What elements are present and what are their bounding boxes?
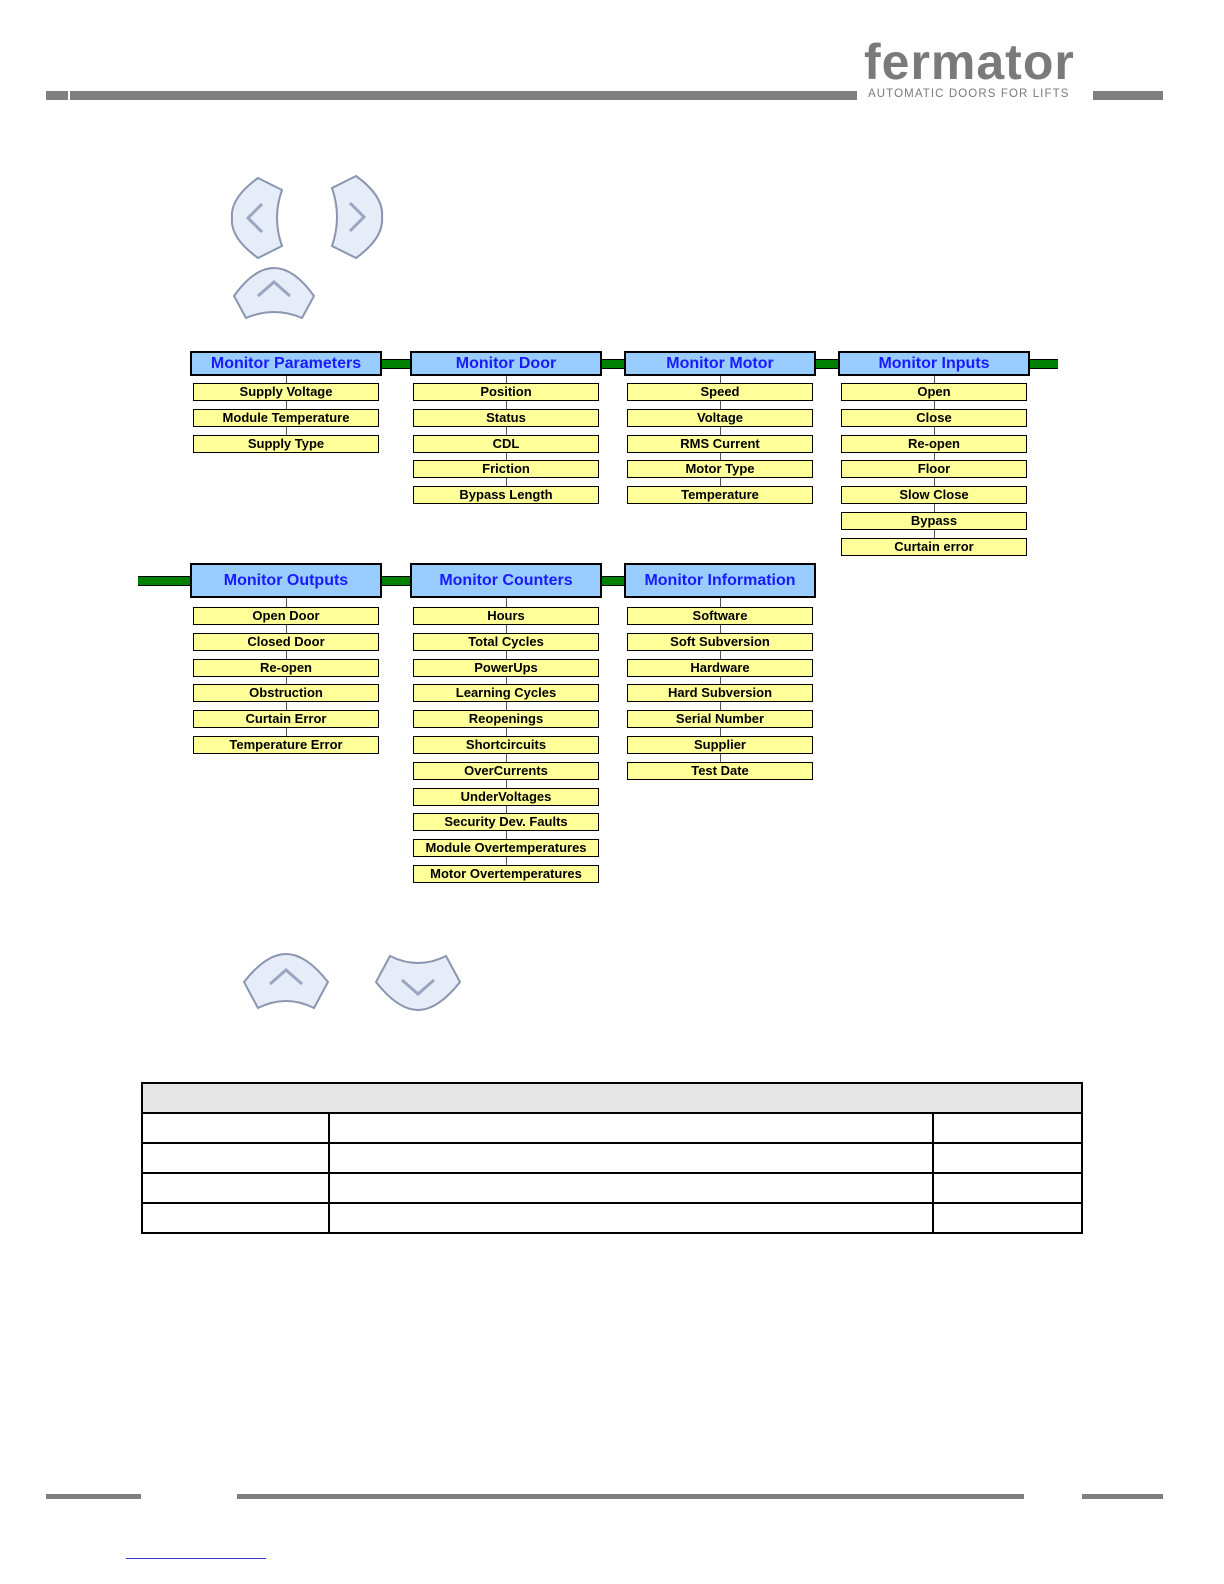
- header-rule: [70, 91, 857, 100]
- table-cell: [932, 1142, 1083, 1174]
- menu-item[interactable]: Bypass: [841, 512, 1027, 530]
- menu-link-connector: [602, 358, 624, 369]
- menu-item[interactable]: Shortcircuits: [413, 736, 599, 754]
- menu-item[interactable]: Test Date: [627, 761, 813, 780]
- footer-rule-left: [46, 1494, 141, 1499]
- menu-item[interactable]: Speed: [627, 383, 813, 401]
- menu-header-monitor-inputs[interactable]: Monitor Inputs: [838, 351, 1030, 376]
- menu-item[interactable]: Temperature Error: [193, 736, 379, 754]
- table-cell: [932, 1112, 1083, 1144]
- menu-item[interactable]: Hours: [413, 607, 599, 625]
- menu-item[interactable]: Bypass Length: [413, 486, 599, 505]
- menu-item[interactable]: Temperature: [627, 486, 813, 505]
- menu-item[interactable]: Module Temperature: [193, 408, 379, 427]
- menu-item[interactable]: RMS Current: [627, 434, 813, 453]
- menu-item[interactable]: Open Door: [193, 607, 379, 625]
- chevron-left-key-icon: [230, 176, 284, 260]
- header-rule-left-stub: [46, 91, 68, 100]
- menu-item[interactable]: Motor Type: [627, 460, 813, 479]
- menu-header-monitor-outputs[interactable]: Monitor Outputs: [190, 563, 382, 598]
- menu-continue-connector: [1030, 358, 1058, 369]
- menu-header-monitor-motor[interactable]: Monitor Motor: [624, 351, 816, 376]
- menu-item[interactable]: Total Cycles: [413, 632, 599, 651]
- menu-header-monitor-door[interactable]: Monitor Door: [410, 351, 602, 376]
- menu-header-monitor-counters[interactable]: Monitor Counters: [410, 563, 602, 598]
- tree-connector-line: [934, 376, 935, 542]
- chevron-up-key-icon: [232, 266, 316, 320]
- table-cell: [328, 1172, 934, 1204]
- menu-item[interactable]: Supplier: [627, 736, 813, 754]
- menu-item[interactable]: Status: [413, 408, 599, 427]
- table-cell: [141, 1112, 330, 1144]
- menu-item[interactable]: Soft Subversion: [627, 632, 813, 651]
- menu-item[interactable]: Re-open: [193, 658, 379, 677]
- table-cell: [328, 1142, 934, 1174]
- menu-item[interactable]: Hard Subversion: [627, 684, 813, 703]
- menu-item[interactable]: Friction: [413, 460, 599, 479]
- table-cell: [328, 1112, 934, 1144]
- menu-item[interactable]: Floor: [841, 460, 1027, 479]
- menu-link-connector: [602, 575, 624, 586]
- table-row: [141, 1142, 1083, 1174]
- menu-link-connector: [816, 358, 838, 369]
- menu-item[interactable]: Reopenings: [413, 710, 599, 729]
- chevron-right-key-icon: [330, 174, 384, 260]
- menu-header-monitor-parameters[interactable]: Monitor Parameters: [190, 351, 382, 376]
- tree-connector-line: [506, 376, 507, 491]
- menu-item[interactable]: Software: [627, 607, 813, 625]
- menu-link-connector: [382, 575, 410, 586]
- table-row: [141, 1112, 1083, 1144]
- table-cell: [141, 1172, 330, 1204]
- menu-item[interactable]: Close: [841, 408, 1027, 427]
- footer-rule-right: [1082, 1494, 1163, 1499]
- menu-item[interactable]: OverCurrents: [413, 761, 599, 780]
- table-cell: [141, 1202, 330, 1234]
- table-cell: [932, 1202, 1083, 1234]
- tree-connector-line: [286, 376, 287, 439]
- tree-connector-line: [506, 598, 507, 869]
- menu-item[interactable]: UnderVoltages: [413, 787, 599, 806]
- logo-tagline: AUTOMATIC DOORS FOR LIFTS: [868, 88, 1070, 100]
- menu-item[interactable]: Curtain error: [841, 537, 1027, 556]
- menu-item[interactable]: Closed Door: [193, 632, 379, 651]
- footer-rule: [237, 1494, 1024, 1499]
- table-title-cell: [141, 1082, 1083, 1114]
- logo-wordmark: fermator: [864, 34, 1075, 90]
- table-title-row: [141, 1082, 1083, 1114]
- tree-connector-line: [720, 376, 721, 491]
- menu-item[interactable]: Motor Overtemperatures: [413, 865, 599, 883]
- menu-item[interactable]: Hardware: [627, 658, 813, 677]
- parameter-table: [141, 1082, 1083, 1234]
- menu-header-monitor-information[interactable]: Monitor Information: [624, 563, 816, 598]
- menu-item[interactable]: Serial Number: [627, 710, 813, 729]
- menu-item[interactable]: Voltage: [627, 408, 813, 427]
- menu-item[interactable]: PowerUps: [413, 658, 599, 677]
- menu-item[interactable]: Module Overtemperatures: [413, 839, 599, 858]
- menu-item[interactable]: Learning Cycles: [413, 684, 599, 703]
- fermator-logo: fermator AUTOMATIC DOORS FOR LIFTS: [864, 34, 1089, 104]
- table-row: [141, 1202, 1083, 1234]
- table-cell: [141, 1142, 330, 1174]
- header-rule-right: [1093, 91, 1163, 100]
- menu-item[interactable]: Open: [841, 383, 1027, 401]
- menu-item[interactable]: Slow Close: [841, 486, 1027, 505]
- table-cell: [328, 1202, 934, 1234]
- table-cell: [932, 1172, 1083, 1204]
- footer-link-underline[interactable]: [126, 1558, 266, 1559]
- menu-item[interactable]: Re-open: [841, 434, 1027, 453]
- tree-connector-line: [720, 598, 721, 766]
- menu-item[interactable]: Position: [413, 383, 599, 401]
- menu-item[interactable]: Curtain Error: [193, 710, 379, 729]
- menu-item[interactable]: Supply Voltage: [193, 383, 379, 401]
- menu-item[interactable]: CDL: [413, 434, 599, 453]
- chevron-up-key-icon: [242, 952, 330, 1010]
- chevron-down-key-icon: [374, 954, 462, 1012]
- menu-item[interactable]: Security Dev. Faults: [413, 813, 599, 832]
- menu-link-connector: [382, 358, 410, 369]
- table-row: [141, 1172, 1083, 1204]
- menu-item[interactable]: Supply Type: [193, 434, 379, 453]
- menu-item[interactable]: Obstruction: [193, 684, 379, 703]
- menu-continue-connector: [138, 575, 190, 586]
